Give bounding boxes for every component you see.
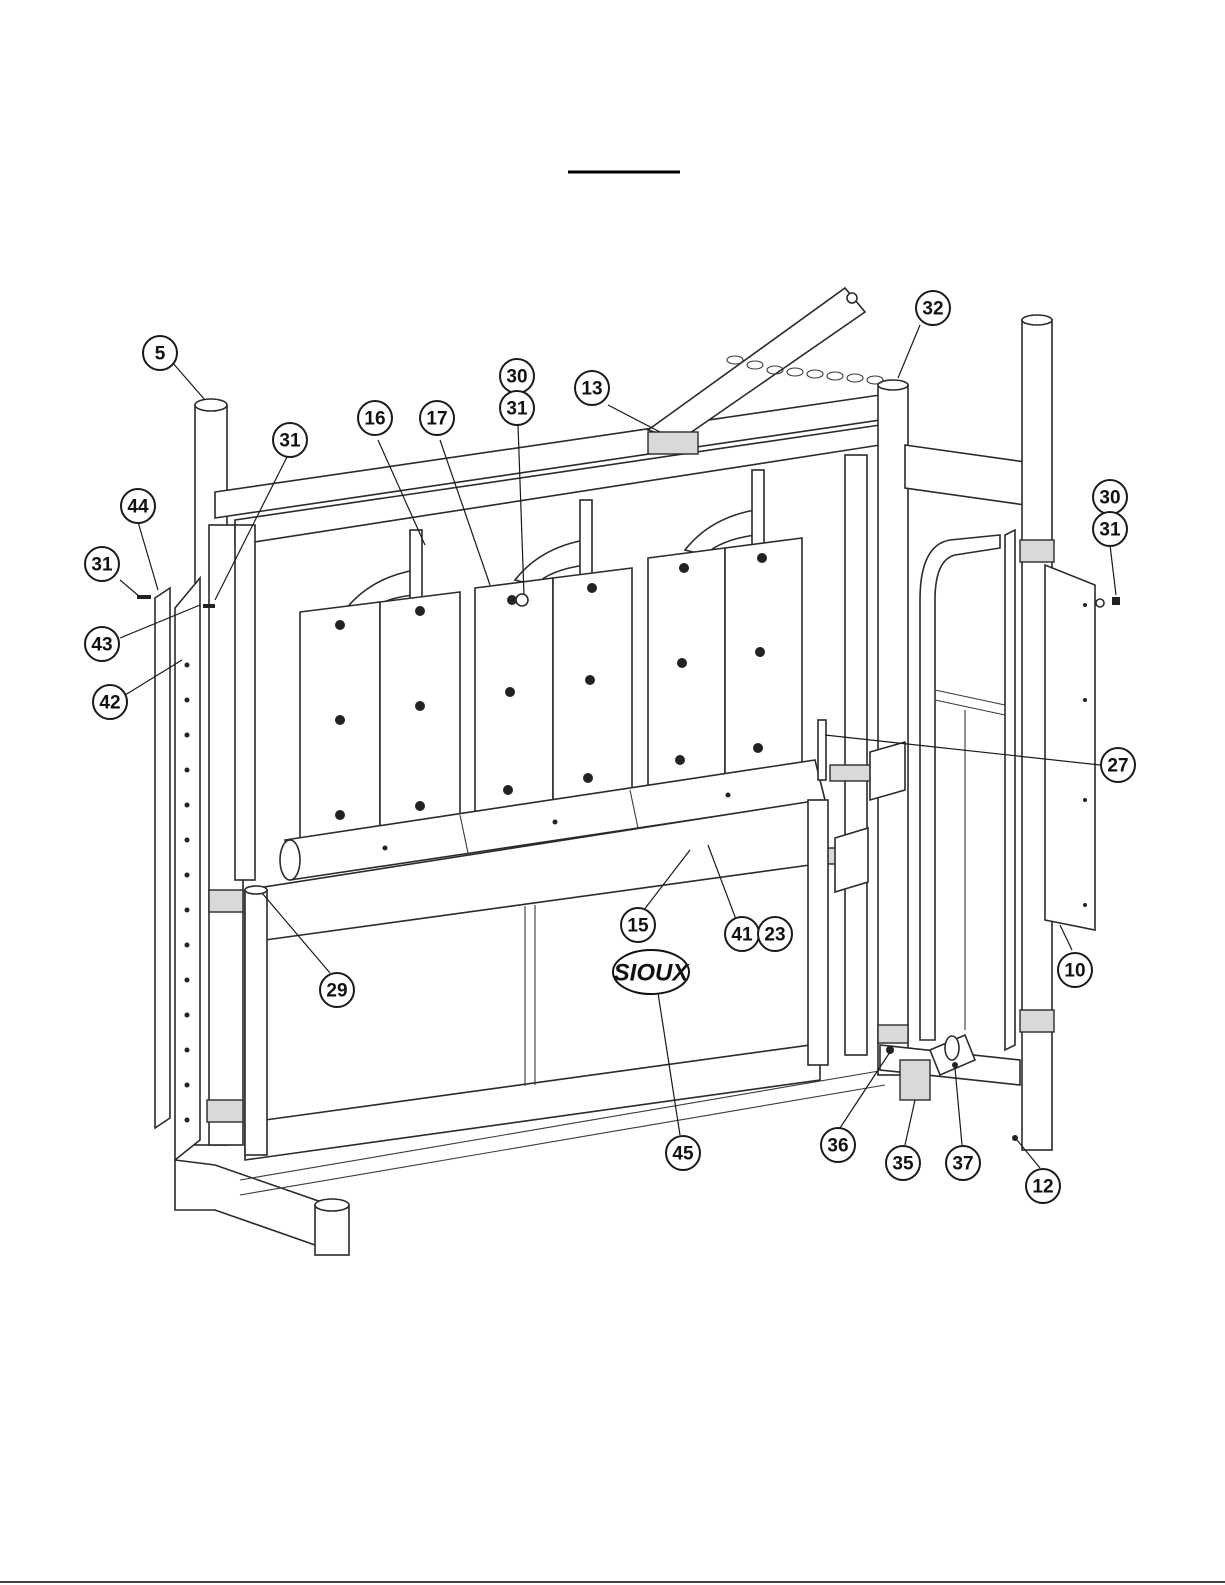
callout-41: 41 — [725, 917, 759, 951]
callout-label: 27 — [1107, 756, 1128, 777]
callout-12: 12 — [1026, 1169, 1060, 1203]
callout-44: 44 — [121, 489, 155, 523]
callout-32: 32 — [916, 291, 950, 325]
callout-label: 35 — [892, 1154, 914, 1175]
callout-17: 17 — [420, 401, 454, 435]
callout-label: 31 — [279, 431, 301, 452]
callout-37: 37 — [946, 1146, 980, 1180]
logo-text: SIOUX — [614, 960, 691, 987]
sioux-logo: SIOUX — [613, 950, 690, 994]
callout-30-right: 30 — [1093, 480, 1127, 514]
callout-label: 45 — [672, 1144, 694, 1165]
callout-label: 17 — [426, 409, 447, 430]
callout-45: 45 — [666, 1136, 700, 1170]
callout-label: 37 — [952, 1154, 973, 1175]
callout-42: 42 — [93, 685, 127, 719]
callout-15: 15 — [621, 908, 655, 942]
callout-31-right: 31 — [1093, 512, 1127, 546]
callout-30-top: 30 — [500, 359, 534, 393]
callout-23: 23 — [758, 917, 792, 951]
callout-16: 16 — [358, 401, 392, 435]
callout-label: 30 — [506, 367, 527, 388]
callout-label: 23 — [764, 925, 785, 946]
callout-label: 15 — [627, 916, 649, 937]
callout-13: 13 — [575, 371, 609, 405]
callout-35: 35 — [886, 1146, 920, 1180]
callout-label: 12 — [1032, 1177, 1053, 1198]
callout-43: 43 — [85, 627, 119, 661]
callout-5: 5 — [143, 336, 177, 370]
callout-31-left: 31 — [85, 547, 119, 581]
callout-label: 41 — [731, 925, 753, 946]
callout-label: 31 — [91, 555, 113, 576]
callout-label: 16 — [364, 409, 385, 430]
callout-label: 32 — [922, 299, 943, 320]
callout-label: 29 — [326, 981, 347, 1002]
callout-29: 29 — [320, 973, 354, 1007]
callout-label: 10 — [1064, 961, 1085, 982]
callout-label: 31 — [506, 399, 528, 420]
callout-label: 43 — [91, 635, 112, 656]
callout-10: 10 — [1058, 953, 1092, 987]
callout-label: 36 — [827, 1136, 848, 1157]
callout-31-left-post: 31 — [273, 423, 307, 457]
callout-31-top: 31 — [500, 391, 534, 425]
callout-label: 30 — [1099, 488, 1120, 509]
callout-27: 27 — [1101, 748, 1135, 782]
callout-label: 42 — [99, 693, 120, 714]
callout-label: 31 — [1099, 520, 1121, 541]
swing-gate — [886, 315, 1120, 1150]
callout-36: 36 — [821, 1128, 855, 1162]
callout-label: 13 — [581, 379, 602, 400]
callout-label: 44 — [127, 497, 149, 518]
callout-label: 5 — [155, 344, 166, 365]
